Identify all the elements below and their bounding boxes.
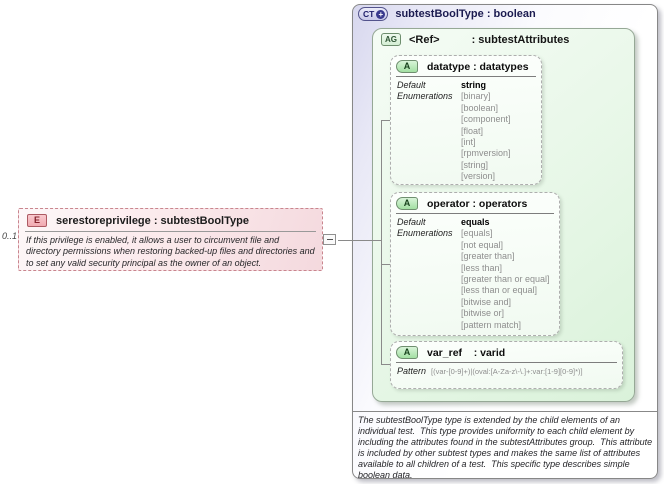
facet-values: [(var-[0-9]+)|(oval:[A-Za-z\-\.]+:var:[1… [431,366,616,377]
attribute-title: operator : operators [427,197,528,210]
enumeration-value: [rpmversion] [461,148,511,159]
enumeration-value: [less than or equal] [461,285,538,296]
pattern-value: [(var-[0-9]+)|(oval:[A-Za-z\-\.]+:var:[1… [431,367,583,376]
default-value: string [461,80,487,90]
enumeration-value: [bitwise or] [461,308,505,319]
enumeration-value: [int] [461,137,476,148]
element-description: If this privilege is enabled, it allows … [26,235,315,268]
default-value: equals [461,217,490,227]
attributegroup-header: AG <Ref> : subtestAttributes [381,33,569,46]
facet-label-default: Default [397,217,426,227]
attribute-box-operator: A operator : operators Default Enumerati… [390,192,560,336]
complextype-icon: CT + [358,7,389,21]
facet-label-default: Default [397,80,426,90]
collapse-handle-icon[interactable] [323,234,336,245]
attribute-separator [396,362,617,363]
attribute-header: A datatype : datatypes [391,56,541,74]
complextype-badge-label: CT [363,9,375,19]
attribute-title: datatype : datatypes [427,60,529,73]
facet-label-enumerations: Enumerations [397,91,453,102]
enumeration-value: [not equal] [461,239,504,250]
enumeration-value: [pattern match] [461,319,522,330]
tree-vertical-line [381,120,382,365]
element-header: E serestoreprivilege : subtestBoolType [19,209,322,230]
attribute-icon: A [396,60,418,73]
attribute-box-datatype: A datatype : datatypes Default Enumerati… [390,55,542,185]
facet-labels: Pattern [397,366,431,377]
expand-icon[interactable]: + [376,9,386,19]
facet-values: string [binary][boolean][component][floa… [461,80,535,183]
enumeration-list: [equals][not equal][greater than][less t… [461,228,553,331]
annotation-separator [353,411,657,412]
enumeration-value: [component] [461,114,511,125]
attribute-facets: Default Enumerations equals [equals][not… [391,216,559,332]
attributegroup-icon: AG [381,33,401,46]
attribute-header: A var_ref : varid [391,342,622,360]
attribute-facets: Pattern [(var-[0-9]+)|(oval:[A-Za-z\-\.]… [391,365,622,378]
tree-stub-varref [381,364,390,365]
complextype-header: CT + subtestBoolType : boolean [358,7,536,21]
enumeration-value: [bitwise and] [461,296,512,307]
attributegroup-name: <Ref> [409,33,440,46]
attribute-header: A operator : operators [391,193,559,211]
tree-stub-datatype [381,120,390,121]
facet-label-enumerations: Enumerations [397,228,453,239]
enumeration-value: [equals] [461,228,493,239]
attribute-facets: Default Enumerations string [binary][boo… [391,79,541,184]
enumeration-value: [string] [461,159,489,170]
cardinality-label: 0..1 [2,231,18,241]
enumeration-value: [boolean] [461,102,499,113]
attributegroup-type: : subtestAttributes [471,33,570,46]
enumeration-value: [greater than or equal] [461,274,550,285]
element-title: serestoreprivilege : subtestBoolType [56,214,249,227]
enumeration-list: [binary][boolean][component][float][int]… [461,91,535,182]
attribute-separator [396,213,554,214]
attribute-title: var_ref : varid [427,346,506,359]
facet-label-pattern: Pattern [397,366,427,376]
tree-stub-operator [381,264,390,265]
element-icon: E [27,214,47,227]
enumeration-value: [float] [461,125,484,136]
attribute-icon: A [396,346,418,359]
enumeration-value: [less than] [461,262,503,273]
attribute-separator [396,76,536,77]
facet-labels: Default Enumerations [397,217,461,331]
element-box-serestoreprivilege: E serestoreprivilege : subtestBoolType I… [18,208,323,271]
complextype-description: The subtestBoolType type is extended by … [358,415,655,480]
complextype-title: subtestBoolType : boolean [395,8,536,20]
connector-line [338,240,382,241]
enumeration-value: [greater than] [461,251,515,262]
facet-values: equals [equals][not equal][greater than]… [461,217,553,331]
attribute-box-var-ref: A var_ref : varid Pattern [(var-[0-9]+)|… [390,341,623,389]
element-separator [25,231,316,232]
minus-glyph [326,239,333,240]
enumeration-value: [version] [461,171,496,182]
enumeration-value: [binary] [461,91,491,102]
attribute-icon: A [396,197,418,210]
facet-labels: Default Enumerations [397,80,461,183]
